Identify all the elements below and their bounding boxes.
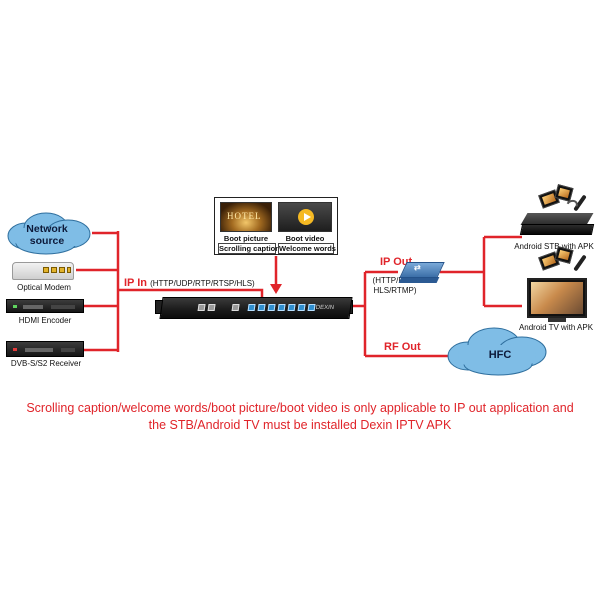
application-note: Scrolling caption/welcome words/boot pic… — [0, 400, 600, 434]
network-switch-icon — [399, 262, 445, 278]
network-source-label: Network source — [26, 223, 68, 247]
rf-out-label: RF Out — [384, 341, 421, 353]
iptv-gateway-device: DEXIN — [159, 297, 353, 319]
dvb-receiver-label: DVB-S/S2 Receiver — [10, 359, 82, 368]
android-tv-label: Android TV with APK — [518, 323, 594, 332]
dvb-receiver-device — [6, 341, 84, 357]
play-icon — [298, 209, 314, 225]
optical-modem-device — [12, 262, 74, 280]
tv-screen — [531, 282, 583, 314]
hotel-word: HOTEL — [227, 211, 262, 221]
hdmi-encoder-label: HDMI Encoder — [18, 316, 72, 325]
hfc-label: HFC — [488, 349, 512, 361]
tv-stand — [548, 318, 566, 322]
scrolling-caption-label: Scrolling caption — [218, 243, 280, 254]
welcome-words-label: Welcome words — [278, 243, 336, 254]
note-line-2: the STB/Android TV must be installed Dex… — [148, 418, 452, 432]
android-stb-device — [519, 224, 595, 235]
output-lines — [346, 235, 522, 358]
boot-picture-label: Boot picture — [223, 234, 269, 243]
android-stb-label: Android STB with APK — [514, 242, 594, 251]
boot-picture-thumbnail: HOTEL — [220, 202, 272, 232]
ip-in-label: IP In (HTTP/UDP/RTP/RTSP/HLS) — [124, 277, 255, 289]
ip-out-protocols: (HTTP/UDP/ HLS/RTMP) — [372, 276, 418, 295]
hdmi-encoder-device — [6, 299, 84, 313]
device-brand: DEXIN — [315, 305, 335, 311]
boot-video-thumbnail — [278, 202, 332, 232]
optical-modem-label: Optical Modem — [17, 283, 71, 292]
boot-video-label: Boot video — [285, 234, 325, 243]
switch-arrows-icon: ⇄ — [414, 263, 421, 272]
note-line-1: Scrolling caption/welcome words/boot pic… — [26, 401, 574, 415]
boot-arrow — [270, 256, 282, 294]
ip-in-protocols: (HTTP/UDP/RTP/RTSP/HLS) — [150, 279, 255, 288]
